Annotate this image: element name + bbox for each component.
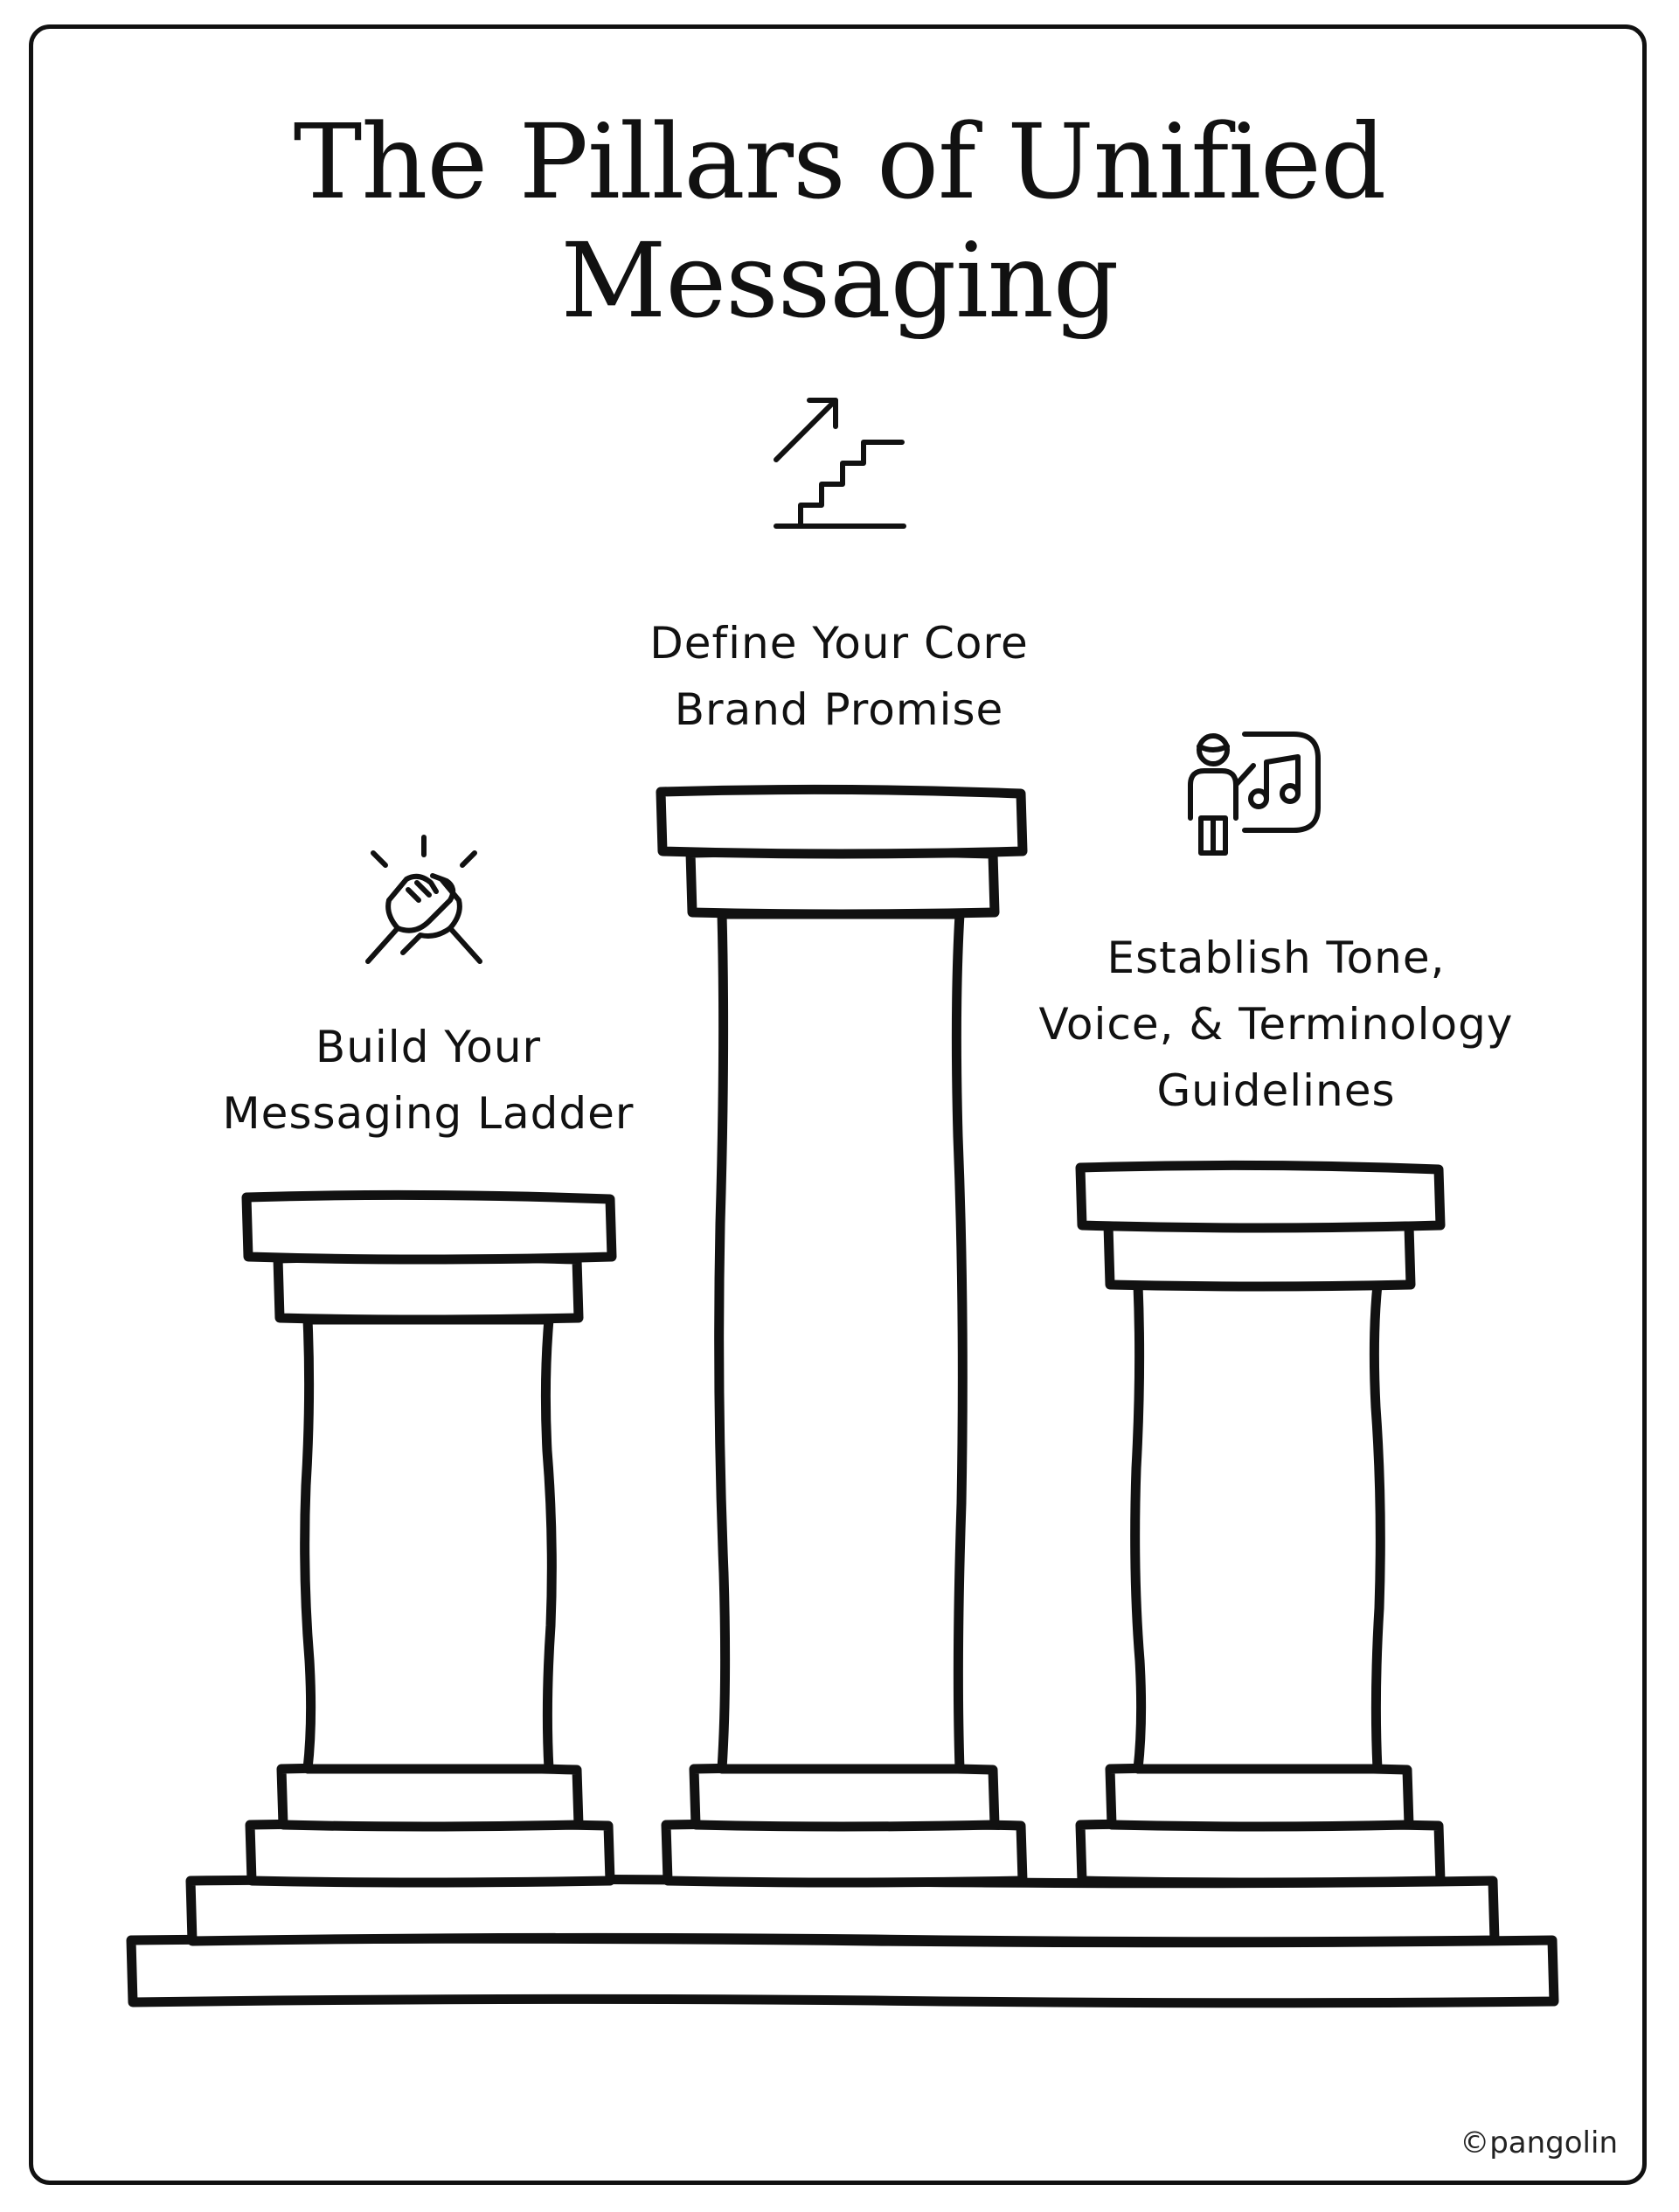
base-steps [126,1874,1559,2008]
pillar-center-label-line: Brand Promise [674,684,1004,735]
handshake-icon [365,835,482,964]
pillar-right-capital-lower [1103,1218,1416,1292]
stairs-arrow-icon [774,398,906,529]
pillar-left-label-line: Messaging Ladder [222,1088,635,1139]
pillar-left-capital-upper [241,1189,617,1265]
pillar-right [1075,1160,1446,1888]
pillar-center-plinth-lower [661,1818,1028,1888]
pillar-right-label-line: Voice, & Terminology [1038,999,1514,1050]
page-frame [29,24,1647,2185]
pillar-center-capital-upper [656,784,1028,859]
pillar-right-label-line: Establish Tone, [1107,933,1446,983]
pillar-center-plinth-upper [689,1762,1000,1832]
pillar-left-plinth-upper [276,1762,584,1832]
pillar-left-shaft [300,1314,557,1774]
pillar-right-plinth-lower [1075,1818,1446,1888]
pillar-center [656,784,1028,1888]
pillar-center-label-line: Define Your Core [649,618,1029,669]
pillar-left-label: Build Your Messaging Ladder [166,1014,690,1147]
pillar-left-plinth-lower [245,1818,615,1888]
pillar-center-capital-lower [685,846,1000,919]
pillar-right-capital-upper [1075,1160,1446,1233]
pillar-center-label: Define Your Core Brand Promise [577,610,1101,743]
pillar-left-label-line: Build Your [315,1022,542,1072]
music-teacher-icon [1188,732,1321,856]
pillar-right-label: Establish Tone, Voice, & Terminology Gui… [996,925,1556,1124]
page-title: The Pillars of Unified Messaging [293,101,1387,341]
base-step-bottom [126,1933,1559,2008]
base-step-top [185,1874,1500,1947]
pillar-center-shaft [714,909,968,1774]
pillar-left [241,1189,617,1888]
pillar-right-plinth-upper [1105,1762,1414,1832]
copyright-notice: ©pangolin [1460,2125,1618,2160]
pillar-right-shaft [1130,1279,1385,1774]
pillar-right-label-line: Guidelines [1156,1065,1396,1116]
pillar-left-capital-lower [273,1252,584,1325]
